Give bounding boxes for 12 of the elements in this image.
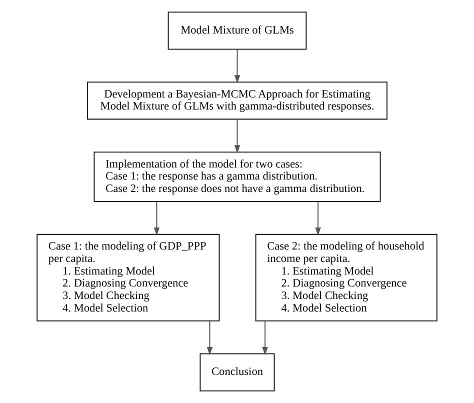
arrow [206, 321, 213, 356]
node-box: Development a Bayesian-MCMC Approach for Estimating Model Mixture of GLMs with gamma-distributed responses. [87, 82, 388, 120]
arrow [262, 321, 268, 356]
arrow [234, 49, 240, 84]
arrow [154, 202, 160, 236]
arrow [234, 119, 240, 154]
node-box: Model Mixture of GLMs [168, 12, 307, 50]
node-box: Case 1: the modeling of GDP_PPP per capita. 1. Estimating Model 2. Diagnosing Convergence 3. Model Checking 4. Model Selection [36, 234, 220, 322]
node-box: Conclusion [200, 353, 275, 392]
node-box: Implementation of the model for two cases: Case 1: the response has a gamma distribution. Case 2: the response does not have a gamma distribution. [94, 152, 381, 202]
arrow [315, 202, 321, 236]
node-box: Case 2: the modeling of household income per capita. 1. Estimating Model 2. Diagnosing Convergence 3. Model Checking 4. Model Selection [255, 234, 438, 322]
